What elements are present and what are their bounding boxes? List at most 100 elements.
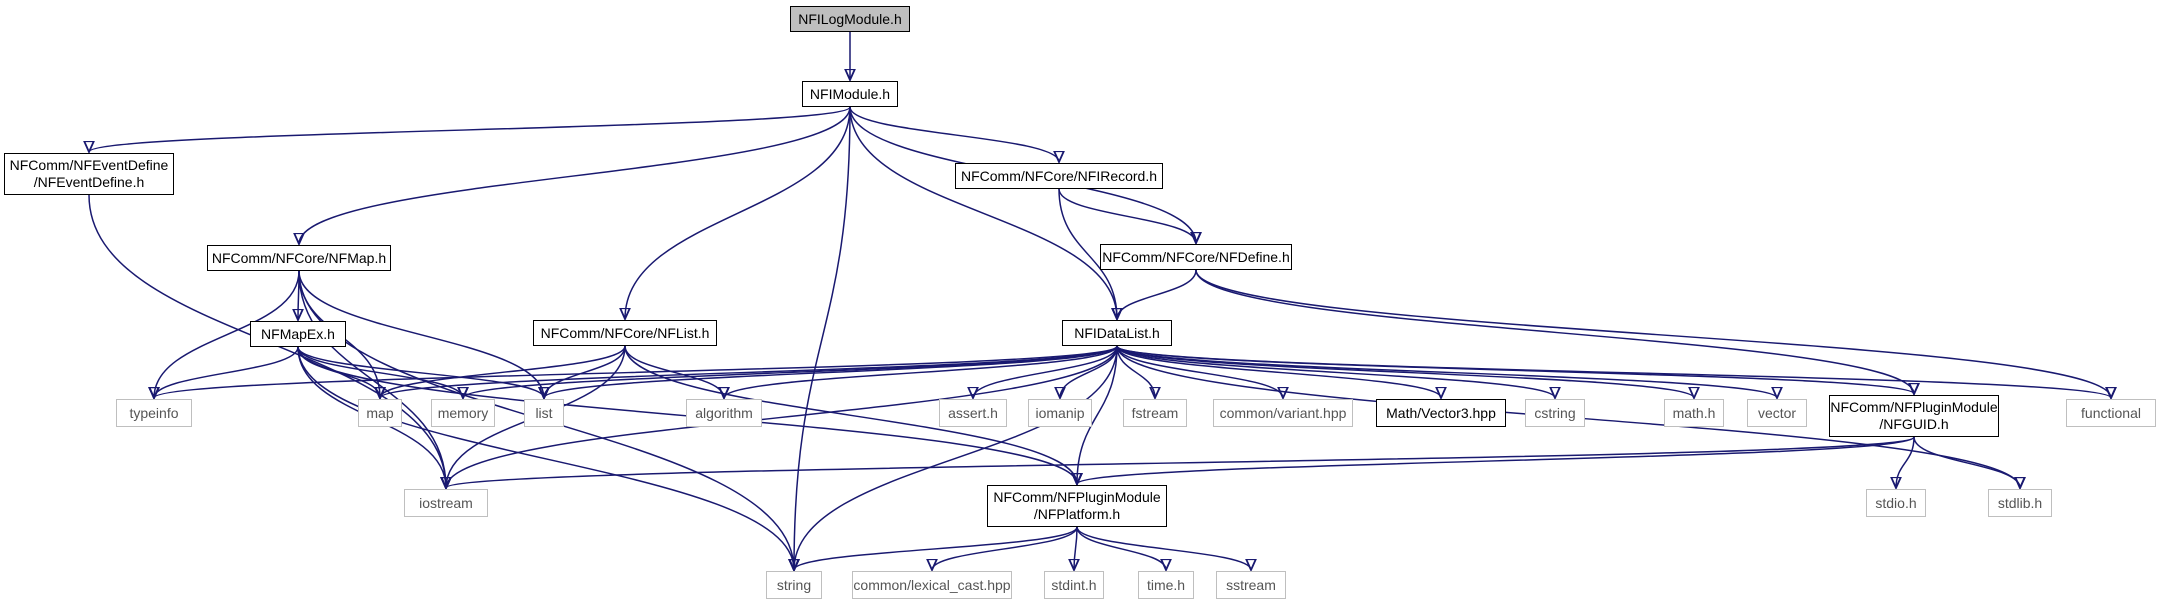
node-label: stdio.h	[1875, 494, 1917, 511]
node-list: list	[524, 399, 564, 427]
node-variant-hpp: common/variant.hpp	[1213, 399, 1353, 427]
edge-nfidatalist-to-algorithm	[724, 345, 1118, 398]
node-label-line-2: /NFEventDefine.h	[33, 174, 145, 190]
edge-nfimodule-to-nfeventdefine	[89, 106, 851, 152]
node-typeinfo: typeinfo	[116, 399, 192, 427]
node-label: time.h	[1146, 576, 1186, 593]
node-stdlib-h: stdlib.h	[1988, 489, 2052, 517]
node-label: sstream	[1226, 576, 1276, 593]
node-stdint-h: stdint.h	[1044, 571, 1104, 599]
node-label-line-1: NFComm/NFEventDefine	[9, 157, 169, 173]
edge-nfplatform-to-lexical_cast	[932, 526, 1078, 570]
node-functional: functional	[2066, 399, 2156, 427]
edge-nfidatalist-to-functional	[1116, 345, 2111, 398]
edge-nfplatform-to-string	[794, 526, 1078, 570]
node-nfidatalist[interactable]: NFIDataList.h	[1062, 320, 1172, 346]
node-nflogmodule[interactable]: NFILogModule.h	[790, 6, 910, 32]
node-label: fstream	[1131, 404, 1179, 421]
node-math-h: math.h	[1664, 399, 1724, 427]
node-vector: vector	[1747, 399, 1807, 427]
node-nfeventdefine[interactable]: NFComm/NFEventDefine/NFEventDefine.h	[4, 153, 174, 195]
node-label: Math/Vector3.hpp	[1386, 404, 1496, 421]
node-label: NFComm/NFCore/NFList.h	[540, 324, 710, 341]
node-label: stdint.h	[1051, 576, 1097, 593]
node-iostream: iostream	[404, 489, 488, 517]
node-assert-h: assert.h	[939, 399, 1007, 427]
node-lexical-cast-hpp: common/lexical_cast.hpp	[852, 571, 1012, 599]
edge-nfguid-to-nfplatform	[1077, 436, 1915, 484]
edge-nflist-to-list	[544, 345, 626, 398]
edge-nfdefine-to-functional	[1195, 269, 2111, 398]
edge-nfidatalist-to-list	[544, 345, 1118, 398]
node-time-h: time.h	[1138, 571, 1194, 599]
node-label: vector	[1757, 404, 1797, 421]
edge-nfguid-to-stdio	[1896, 436, 1915, 488]
node-label: common/variant.hpp	[1219, 404, 1347, 421]
node-label: NFComm/NFCore/NFMap.h	[211, 249, 387, 266]
edge-nfguid-to-stdlib	[1913, 436, 2020, 488]
edge-nfguid-to-iostream	[446, 436, 1915, 488]
edge-nfdefine-to-nfidatalist	[1117, 269, 1197, 319]
edge-nfidatalist-to-fstream	[1116, 345, 1155, 398]
node-nfimodule[interactable]: NFIModule.h	[802, 81, 898, 107]
node-stdio-h: stdio.h	[1866, 489, 1926, 517]
node-label-line-1: NFComm/NFPluginModule	[1830, 399, 1998, 415]
node-nfmap[interactable]: NFComm/NFCore/NFMap.h	[207, 245, 391, 271]
node-nfguid[interactable]: NFComm/NFPluginModule/NFGUID.h	[1829, 395, 1999, 437]
node-nfmapex[interactable]: NFMapEx.h	[250, 321, 346, 347]
node-nfirecord[interactable]: NFComm/NFCore/NFIRecord.h	[955, 163, 1163, 189]
edge-nfimodule-to-nfidatalist	[849, 106, 1117, 319]
edge-nfplatform-to-stdint	[1074, 526, 1077, 570]
edge-nfidatalist-to-variant	[1116, 345, 1283, 398]
edge-nfidatalist-to-memory	[463, 345, 1118, 398]
node-label: iostream	[419, 494, 473, 511]
node-memory: memory	[431, 399, 495, 427]
node-label: functional	[2081, 404, 2141, 421]
node-label: iomanip	[1035, 404, 1085, 421]
edge-nfmapex-to-list	[297, 346, 544, 398]
edge-nfirecord-to-nfidatalist	[1058, 188, 1117, 319]
node-nfdefine[interactable]: NFComm/NFCore/NFDefine.h	[1100, 244, 1292, 270]
edge-nfplatform-to-timeh	[1076, 526, 1166, 570]
node-cstring: cstring	[1525, 399, 1585, 427]
edge-nfidatalist-to-cstring	[1116, 345, 1555, 398]
edge-nfimodule-to-nfmap	[299, 106, 851, 244]
edge-nfplatform-to-sstream	[1076, 526, 1251, 570]
node-label: string	[776, 576, 812, 593]
node-label: NFIDataList.h	[1074, 324, 1160, 341]
edge-nfidatalist-to-nfplatform	[1077, 345, 1118, 484]
node-label: stdlib.h	[1997, 494, 2043, 511]
edge-nfimodule-to-nfirecord	[849, 106, 1059, 162]
edge-nflist-to-map	[380, 345, 626, 398]
node-algorithm: algorithm	[686, 399, 762, 427]
node-label: NFILogModule.h	[798, 10, 902, 27]
node-label: NFIModule.h	[809, 85, 891, 102]
node-label: NFComm/NFCore/NFIRecord.h	[960, 167, 1158, 184]
edge-nfmapex-to-string	[297, 346, 794, 570]
node-label: list	[535, 404, 553, 421]
node-label: math.h	[1672, 404, 1716, 421]
node-map: map	[358, 399, 402, 427]
node-label: cstring	[1534, 404, 1576, 421]
node-label: typeinfo	[129, 404, 179, 421]
node-vector3-hpp[interactable]: Math/Vector3.hpp	[1376, 399, 1506, 427]
node-label: NFMapEx.h	[261, 325, 335, 342]
node-label-line-2: /NFPlatform.h	[1033, 506, 1121, 522]
edge-nfidatalist-to-iostream	[446, 345, 1118, 488]
edge-nfidatalist-to-vector	[1116, 345, 1777, 398]
node-string: string	[766, 571, 822, 599]
edge-nfidatalist-to-typeinfo	[154, 345, 1118, 398]
node-nflist[interactable]: NFComm/NFCore/NFList.h	[533, 320, 717, 346]
node-nfplatform[interactable]: NFComm/NFPluginModule/NFPlatform.h	[987, 485, 1167, 527]
node-iomanip: iomanip	[1028, 399, 1092, 427]
node-label-line-2: /NFGUID.h	[1879, 416, 1949, 432]
node-sstream: sstream	[1216, 571, 1286, 599]
node-label: assert.h	[948, 404, 998, 421]
edge-nfimodule-to-string	[794, 106, 851, 570]
node-label-line-1: NFComm/NFPluginModule	[993, 489, 1161, 505]
edge-nfidatalist-to-assert	[973, 345, 1118, 398]
edge-nfdefine-to-nfguid	[1195, 269, 1914, 394]
edge-nfmapex-to-memory	[297, 346, 463, 398]
